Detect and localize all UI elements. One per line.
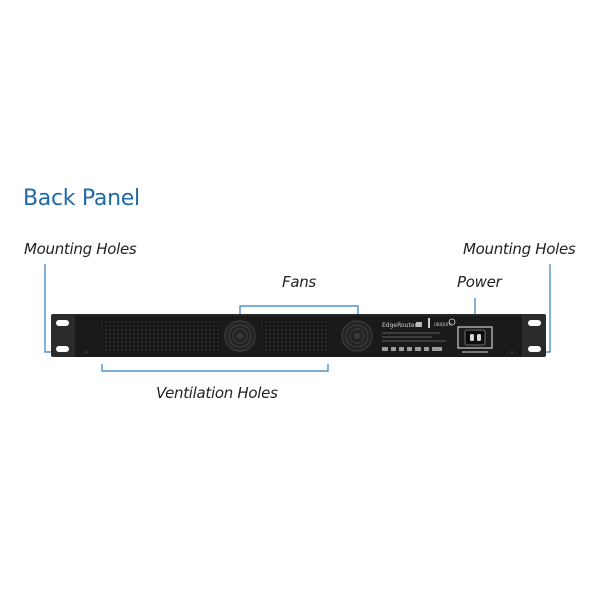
ventilation-holes-label: Ventilation Holes: [156, 384, 278, 402]
product-label: EdgeRouter UBIQUITI: [382, 318, 456, 351]
fan-left: [224, 320, 256, 352]
mounting-holes-left-label: Mounting Holes: [24, 240, 137, 258]
page-title: Back Panel: [23, 186, 140, 211]
product-model-text: EdgeRouter: [382, 322, 418, 329]
mounting-bracket-right: [520, 314, 546, 357]
brand-text: UBIQUITI: [434, 322, 452, 327]
ubiquiti-logo-icon: [428, 318, 430, 328]
mounting-hole-right-bottom: [528, 346, 541, 352]
power-label: Power: [457, 273, 502, 291]
ventilation-holes-left: [102, 322, 220, 352]
mounting-bracket-left: [51, 314, 77, 357]
mounting-hole-left-bottom: [56, 346, 69, 352]
mounting-hole-right-top: [528, 320, 541, 326]
power-inlet: [457, 326, 493, 353]
leader-fans: [239, 305, 359, 316]
ventilation-holes-center: [262, 322, 328, 352]
fans-label: Fans: [282, 273, 316, 291]
mounting-hole-left-top: [56, 320, 69, 326]
power-socket-icon: [464, 329, 486, 346]
fan-right: [341, 320, 373, 352]
certification-icons: [382, 347, 442, 351]
mounting-holes-right-label: Mounting Holes: [463, 240, 576, 258]
leader-ventilation: [101, 364, 329, 372]
